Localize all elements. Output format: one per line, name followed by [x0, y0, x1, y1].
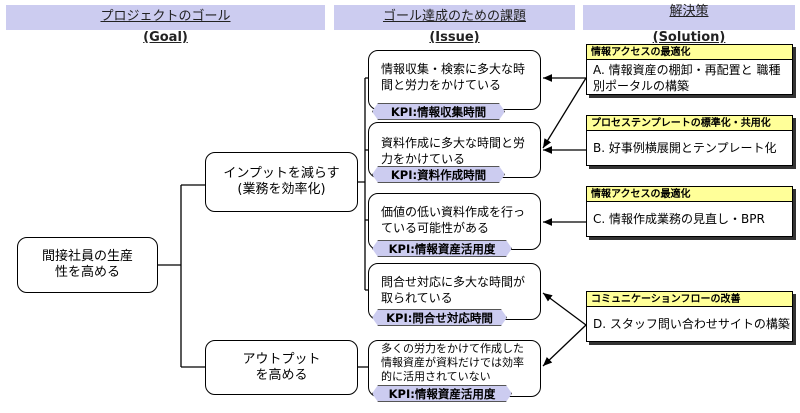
arrow-a-to-issue-2	[542, 77, 587, 149]
solution-header-sub: (Solution)	[652, 30, 726, 45]
solution-category: 情報アクセスの最適化	[586, 44, 793, 60]
solution-text: B. 好事例横展開とテンプレート化	[586, 131, 793, 166]
kpi-badge: KPI:情報資産活用度	[372, 385, 512, 402]
goal-tree-line	[158, 184, 205, 368]
goal-header: プロジェクトのゴール	[6, 5, 325, 30]
input-tree-line	[358, 77, 368, 291]
kpi-badge: KPI:情報資産活用度	[372, 240, 512, 257]
issue-box: 情報収集・検索に多大な時間と労力をかけている	[368, 50, 541, 110]
solution-text: A. 情報資産の棚卸・再配置と 職種別ポータルの構築	[586, 60, 793, 95]
solution-header: 解決策	[583, 5, 795, 30]
goal-box: 間接社員の生産性を高める	[17, 237, 158, 293]
solution-category: コミュニケーションフローの改善	[586, 291, 793, 307]
arrow-d-to-issue-5	[542, 324, 587, 367]
subgoal-output-box: アウトプット を高める	[205, 340, 358, 395]
issue-header: ゴール達成のための課題	[334, 5, 575, 30]
solution-text: C. 情報作成業務の見直し・BPR	[586, 202, 793, 237]
kpi-badge: KPI:問合せ対応時間	[372, 309, 507, 326]
kpi-badge: KPI:資料作成時間	[372, 166, 505, 183]
solution-text: D. スタッフ問い合わせサイトの構築	[586, 307, 793, 342]
arrow-d-to-issue-4	[542, 292, 587, 326]
goal-header-sub: (Goal)	[143, 30, 188, 45]
issue-header-sub: (Issue)	[429, 30, 480, 45]
kpi-badge: KPI:情報収集時間	[372, 103, 505, 120]
issue-box: 多くの労力をかけて作成した情報資産が資料だけでは効率的に活用されていない	[368, 340, 541, 397]
solution-category: プロセステンプレートの標準化・共用化	[586, 115, 793, 131]
subgoal-input-box: インプットを減らす (業務を効率化)	[205, 152, 358, 212]
solution-category: 情報アクセスの最適化	[586, 186, 793, 202]
